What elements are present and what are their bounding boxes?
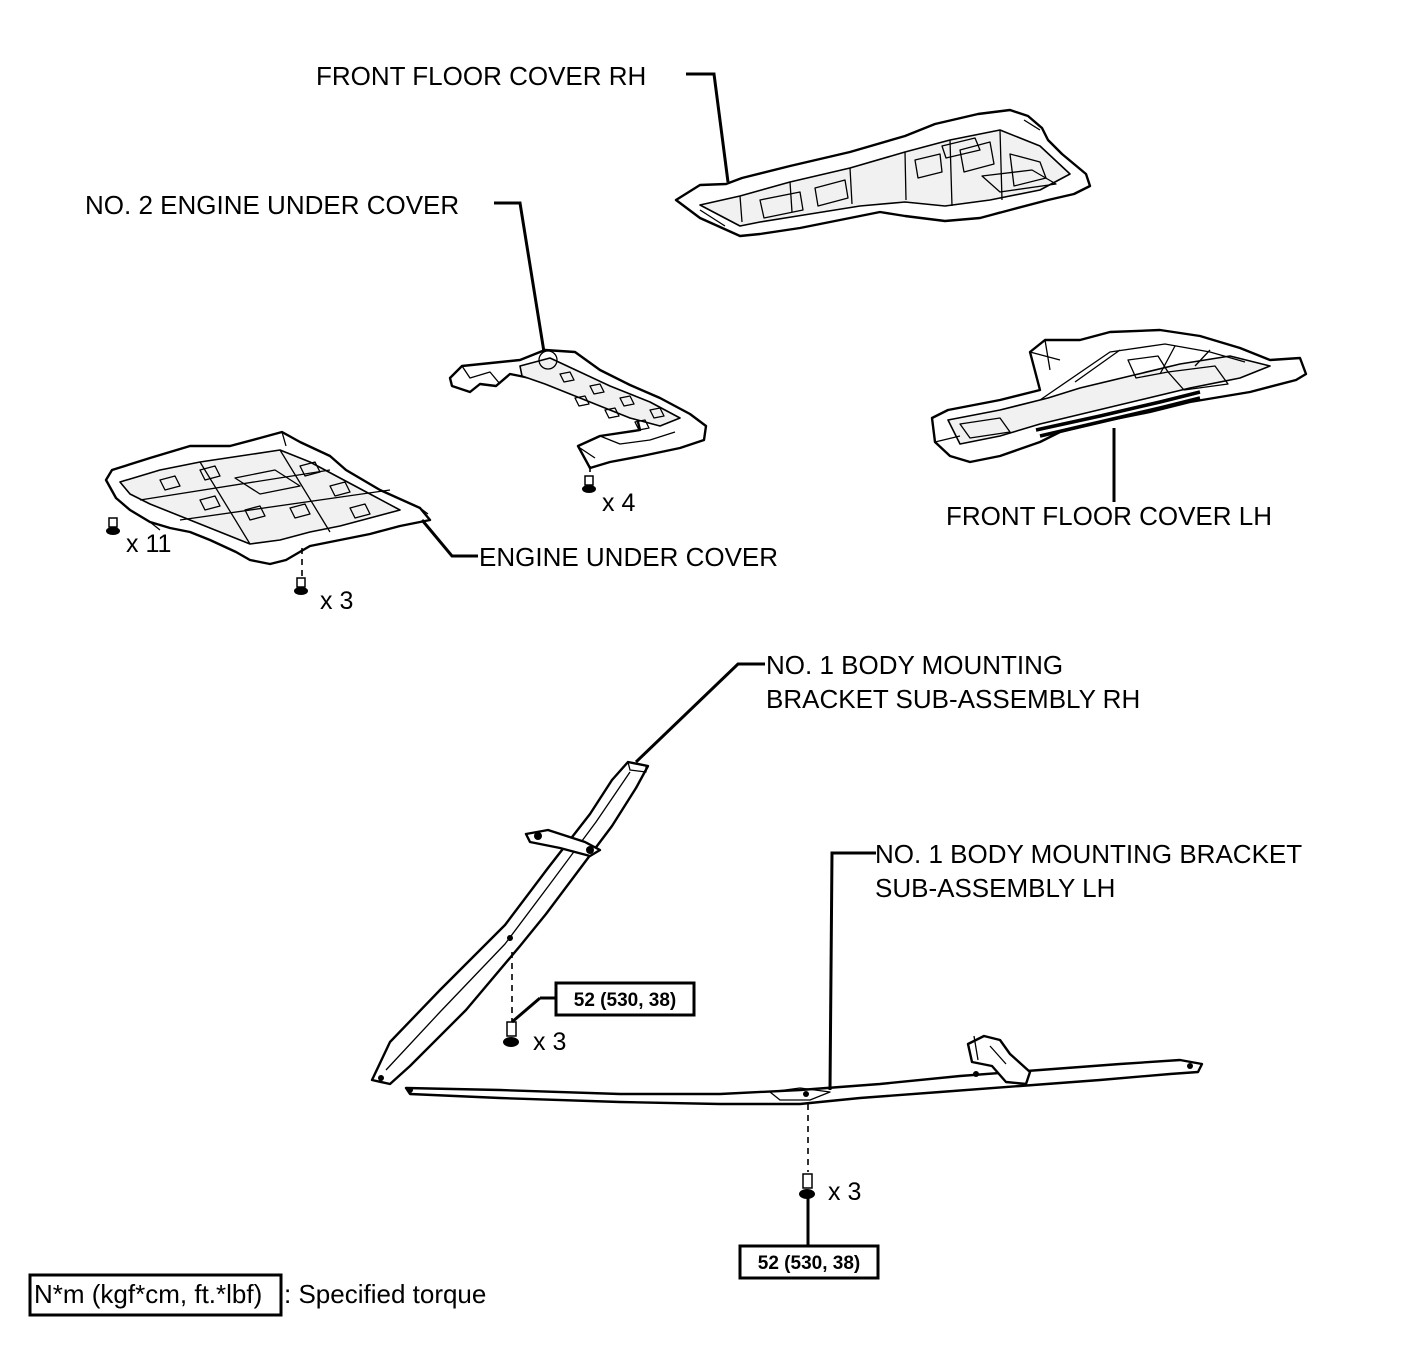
bolt-icon: [106, 517, 120, 535]
legend-description: : Specified torque: [284, 1279, 486, 1309]
bolt-icon: [503, 1021, 519, 1047]
label-bracket-lh-line2: SUB-ASSEMBLY LH: [875, 873, 1115, 903]
engine-under-cover: [104, 430, 432, 566]
torque-value-rh: 52 (530, 38): [574, 990, 676, 1011]
label-front-floor-cover-lh: FRONT FLOOR COVER LH: [946, 501, 1272, 531]
qty-no2-engine-under-cover: x 4: [602, 489, 635, 517]
label-bracket-rh-line2: BRACKET SUB-ASSEMBLY RH: [766, 684, 1140, 714]
torque-box-lh: [738, 1244, 880, 1280]
label-bracket-rh-line1: NO. 1 BODY MOUNTING: [766, 650, 1063, 680]
no2-engine-under-cover: [448, 348, 708, 470]
leader-torque-rh: [511, 996, 541, 1024]
qty-bracket-rh: x 3: [533, 1028, 566, 1056]
torque-box-rh: [554, 981, 696, 1017]
torque-value-lh: 52 (530, 38): [758, 1253, 860, 1274]
label-front-floor-cover-rh: FRONT FLOOR COVER RH: [316, 61, 646, 91]
qty-engine-under-cover-bottom: x 3: [320, 587, 353, 615]
front-floor-cover-rh: [674, 108, 1092, 238]
bolt-icon: [582, 475, 596, 493]
leader-front-floor-cover-rh: [686, 72, 730, 183]
label-no2-engine-under-cover: NO. 2 ENGINE UNDER COVER: [85, 190, 459, 220]
label-bracket-lh-line1: NO. 1 BODY MOUNTING BRACKET: [875, 839, 1302, 869]
bracket-rh: [370, 760, 650, 1086]
bracket-lh: [404, 1034, 1204, 1106]
leader-bracket-lh: [828, 851, 876, 1091]
leader-bracket-rh: [634, 662, 765, 764]
leader-no2-engine-under-cover: [494, 201, 546, 353]
bolt-icon: [294, 577, 308, 595]
leader-engine-under-cover: [420, 519, 478, 558]
qty-bracket-lh: x 3: [828, 1178, 861, 1206]
label-engine-under-cover: ENGINE UNDER COVER: [479, 542, 778, 572]
front-floor-cover-lh: [930, 328, 1308, 464]
qty-engine-under-cover-side: x 11: [126, 530, 171, 558]
legend-units: N*m (kgf*cm, ft.*lbf): [34, 1279, 262, 1309]
bolt-icon: [799, 1173, 815, 1199]
legend-torque-box: [28, 1273, 283, 1317]
